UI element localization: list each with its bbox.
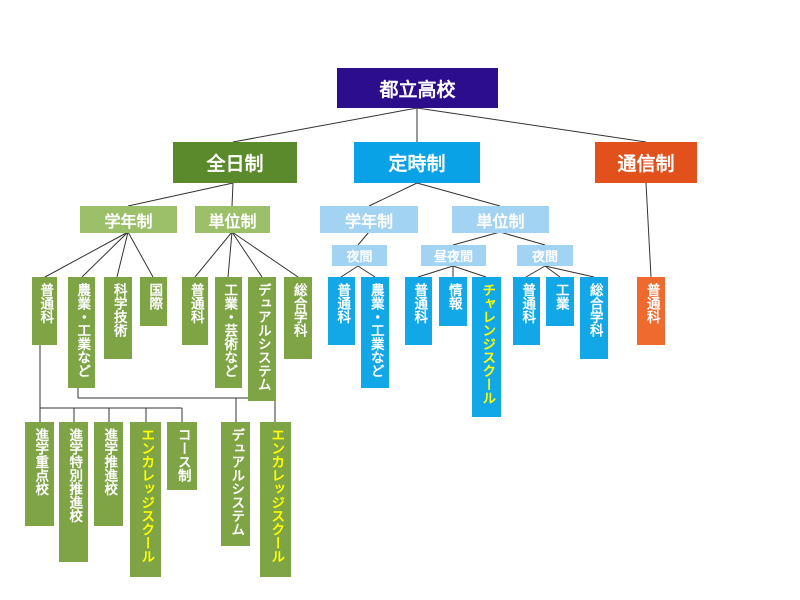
zen-tani-leaf: 工業・芸術など xyxy=(215,277,242,388)
root-node: 都立高校 xyxy=(337,68,498,108)
tei-tani-chuyakan-node: 昼夜間 xyxy=(421,245,486,266)
zennichi-node: 全日制 xyxy=(173,142,297,183)
zen-lower-leaf: 進学特別推進校 xyxy=(59,422,88,562)
zen-lower-leaf-encourage: エンカレッジスクール xyxy=(260,422,291,577)
zen-lower-leaf: 進学推進校 xyxy=(94,422,123,526)
zen-gakunen-leaf: 科学技術 xyxy=(104,277,132,359)
tei-chuyakan-leaf: 普通科 xyxy=(405,277,432,345)
zen-lower-leaf: 進学重点校 xyxy=(25,422,54,526)
tei-gakunen-leaf: 普通科 xyxy=(328,277,355,345)
tei-chuyakan-leaf: 情報 xyxy=(439,277,467,326)
teiji-node: 定時制 xyxy=(354,142,480,183)
tei-tani-node: 単位制 xyxy=(452,206,549,233)
zen-lower-leaf-encourage: エンカレッジスクール xyxy=(130,422,161,577)
tei-gakunen-yakan-node: 夜間 xyxy=(332,245,387,266)
zen-tani-leaf: 総合学科 xyxy=(284,277,312,359)
tei-yakan-leaf: 工業 xyxy=(546,277,574,326)
zen-tani-node: 単位制 xyxy=(195,206,270,233)
tei-tani-yakan-node: 夜間 xyxy=(517,245,573,266)
tsushin-node: 通信制 xyxy=(595,142,697,183)
tei-gakunen-leaf: 農業・工業など xyxy=(361,277,389,388)
zen-tani-leaf: デュアルシステム xyxy=(248,277,276,401)
zen-gakunen-leaf: 普通科 xyxy=(32,277,57,345)
zen-gakunen-leaf: 農業・工業など xyxy=(68,277,95,388)
zen-tani-leaf: 普通科 xyxy=(182,277,208,345)
tei-yakan-leaf: 総合学科 xyxy=(580,277,608,359)
zen-gakunen-leaf: 国際 xyxy=(140,277,167,326)
tsushin-leaf: 普通科 xyxy=(637,277,665,345)
tei-chuyakan-leaf-challenge: チャレンジスクール xyxy=(472,277,501,417)
tei-gakunen-node: 学年制 xyxy=(320,206,418,233)
zen-lower-leaf: デュアルシステム xyxy=(221,422,250,546)
tei-yakan-leaf: 普通科 xyxy=(513,277,540,345)
zen-lower-leaf: コース制 xyxy=(167,422,197,490)
zen-gakunen-node: 学年制 xyxy=(80,206,177,233)
